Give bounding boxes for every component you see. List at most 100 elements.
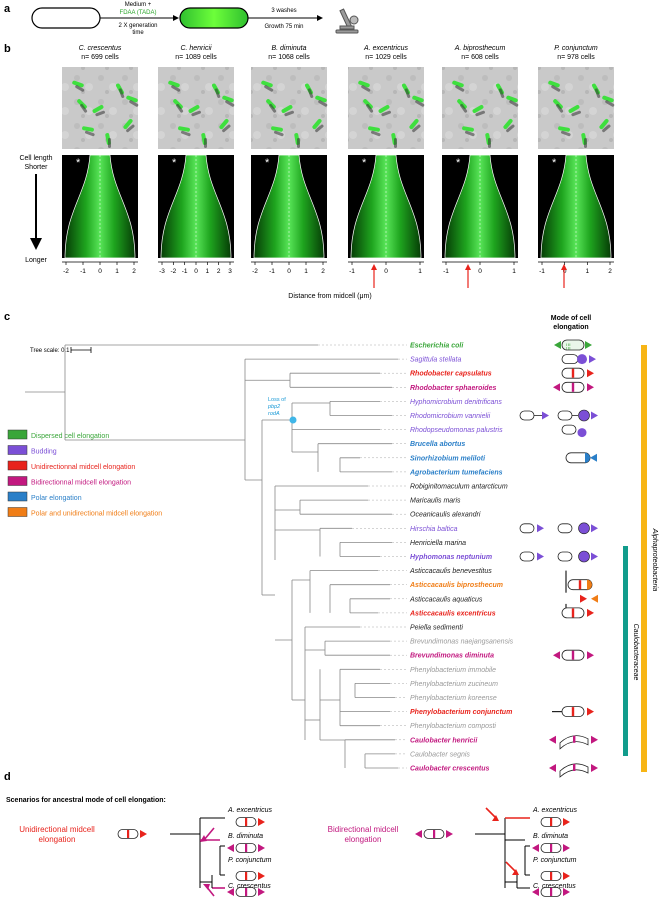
elongation-arrow (587, 608, 594, 617)
x-tick-1-5: 2 (217, 268, 221, 275)
alpha-clade-label: Alphaproteobacteria (651, 528, 658, 592)
x-tick-0-1: -1 (80, 268, 86, 275)
x-axis-title: Distance from midcell (μm) (288, 293, 371, 300)
species-name-5: P. conjunctum (554, 45, 598, 52)
x-tick-3-0: -1 (349, 268, 355, 275)
elongation-arrow (589, 355, 596, 364)
d-tip-label-2-0: A. excentricus (532, 807, 577, 814)
ancestor-cell-bidirectional (423, 829, 445, 839)
elongation-arrow (542, 411, 549, 420)
alpha-clade-bar (641, 345, 647, 772)
d-cell-1-3 (235, 887, 257, 897)
elongation-arrow (554, 341, 561, 349)
star-marker-4: * (456, 157, 461, 169)
taxon-label-9: Agrobacterium tumefaciens (409, 469, 503, 476)
transition-arrow-head-2 (203, 884, 210, 890)
ecoli-cell-icon (561, 339, 585, 351)
d-cell-2-1 (540, 843, 562, 853)
legend-label-4: Polar elongation (31, 495, 82, 502)
hirschia-cell-icon (519, 523, 535, 534)
white-cell-icon (31, 7, 101, 29)
caulo-clade-bar (623, 546, 628, 756)
star-marker-0: * (76, 157, 81, 169)
d-cell-2-0 (540, 817, 562, 827)
transition-arrow-head-4 (512, 869, 519, 875)
species-name-0: C. crescentus (79, 45, 122, 52)
species-name-2: B. diminuta (271, 45, 306, 52)
taxon-label-22: Brevundimonas diminuta (410, 653, 494, 660)
star-marker-2: * (265, 157, 270, 169)
elongation-arrow (587, 707, 594, 716)
elongation-arrow (587, 383, 594, 392)
rsphaeroides-cell-icon (561, 381, 585, 393)
microscopy-image-1 (158, 67, 235, 149)
elongation-arrow (553, 651, 560, 660)
d-tip-label-1-3: C. crescentus (228, 883, 271, 890)
x-tick-5-3: 2 (608, 268, 612, 275)
scenario1-label-2: elongation (39, 835, 76, 844)
elongation-arrow (553, 383, 560, 392)
cell-count-4: n= 608 cells (461, 54, 499, 61)
green-cell-icon (179, 7, 249, 29)
hypho-cell-icon (519, 410, 535, 421)
taxon-label-21: Brevundimonas naejangsanensis (410, 639, 514, 646)
taxon-label-10: Robiginitomaculum antarcticum (410, 484, 508, 491)
sagittula-cell-icon (561, 354, 579, 365)
microscopy-image-3 (348, 67, 425, 149)
step1-text-4: time (132, 30, 144, 36)
loss-label-1: Loss of (268, 397, 286, 403)
panel-a-letter: a (4, 3, 11, 15)
legend-label-5: Polar and unidirectional midcell elongat… (31, 511, 162, 518)
legend-swatch-3 (7, 476, 28, 486)
microscope-icon (335, 8, 359, 34)
loss-label-3: rodA (268, 411, 280, 417)
d-cell-1-1 (235, 843, 257, 853)
species-name-3: A. excentricus (363, 45, 408, 52)
transition-arrow-3 (485, 807, 497, 819)
d-arrow-left (532, 844, 539, 852)
x-tick-1-2: -1 (182, 268, 188, 275)
microscopy-image-5 (538, 67, 615, 149)
bud (578, 522, 590, 535)
aexcentricus-cell-icon (561, 607, 585, 619)
x-tick-1-0: -3 (159, 268, 165, 275)
legend-swatch-2 (7, 460, 28, 471)
bud (577, 354, 587, 365)
x-tick-2-1: -1 (269, 268, 275, 275)
loss-label-2: pbp2 (267, 404, 280, 410)
taxon-label-27: Phenylobacterium composti (410, 723, 496, 730)
elongation-arrow (549, 735, 556, 744)
legend-swatch-0 (7, 429, 28, 440)
chenricii-cell-icon (559, 735, 589, 750)
d-arrow-right (563, 872, 570, 880)
taxon-label-29: Caulobacter segnis (410, 751, 470, 758)
d-cell-1-2 (235, 871, 257, 881)
panel-c-letter: c (4, 311, 10, 323)
elongation-arrow (549, 764, 556, 772)
hirschia-cell-icon-2 (557, 523, 573, 534)
d-arrow-right (563, 818, 570, 826)
x-tick-5-1: 0 (563, 268, 567, 275)
x-tick-0-4: 2 (132, 268, 136, 275)
taxon-label-6: Rhodopseudomonas palustris (410, 427, 503, 434)
d-arrow-left (227, 844, 234, 852)
elongation-arrow (580, 594, 587, 603)
d-arrow-left (227, 888, 234, 896)
transition-arrow-head-1 (200, 835, 207, 842)
red-arrow-head-4 (465, 264, 471, 270)
x-tick-0-2: 0 (98, 268, 102, 275)
x-tick-4-2: 1 (512, 268, 516, 275)
taxon-label-5: Rhodomicrobium vannielii (410, 413, 491, 420)
taxon-label-25: Phenylobacterium koreense (410, 695, 497, 702)
cell-count-1: n= 1089 cells (175, 54, 217, 61)
taxon-label-26: Phenylobacterium conjunctum (410, 709, 512, 716)
panel-b-letter: b (4, 43, 11, 55)
d-tip-label-2-1: B. diminuta (533, 833, 568, 840)
x-tick-5-2: 1 (586, 268, 590, 275)
x-tick-5-0: -1 (539, 268, 545, 275)
taxon-label-11: Maricaulis maris (410, 498, 461, 505)
dispersed-marks: ¦¦¦ (566, 344, 571, 350)
d-cell-1-0 (235, 817, 257, 827)
